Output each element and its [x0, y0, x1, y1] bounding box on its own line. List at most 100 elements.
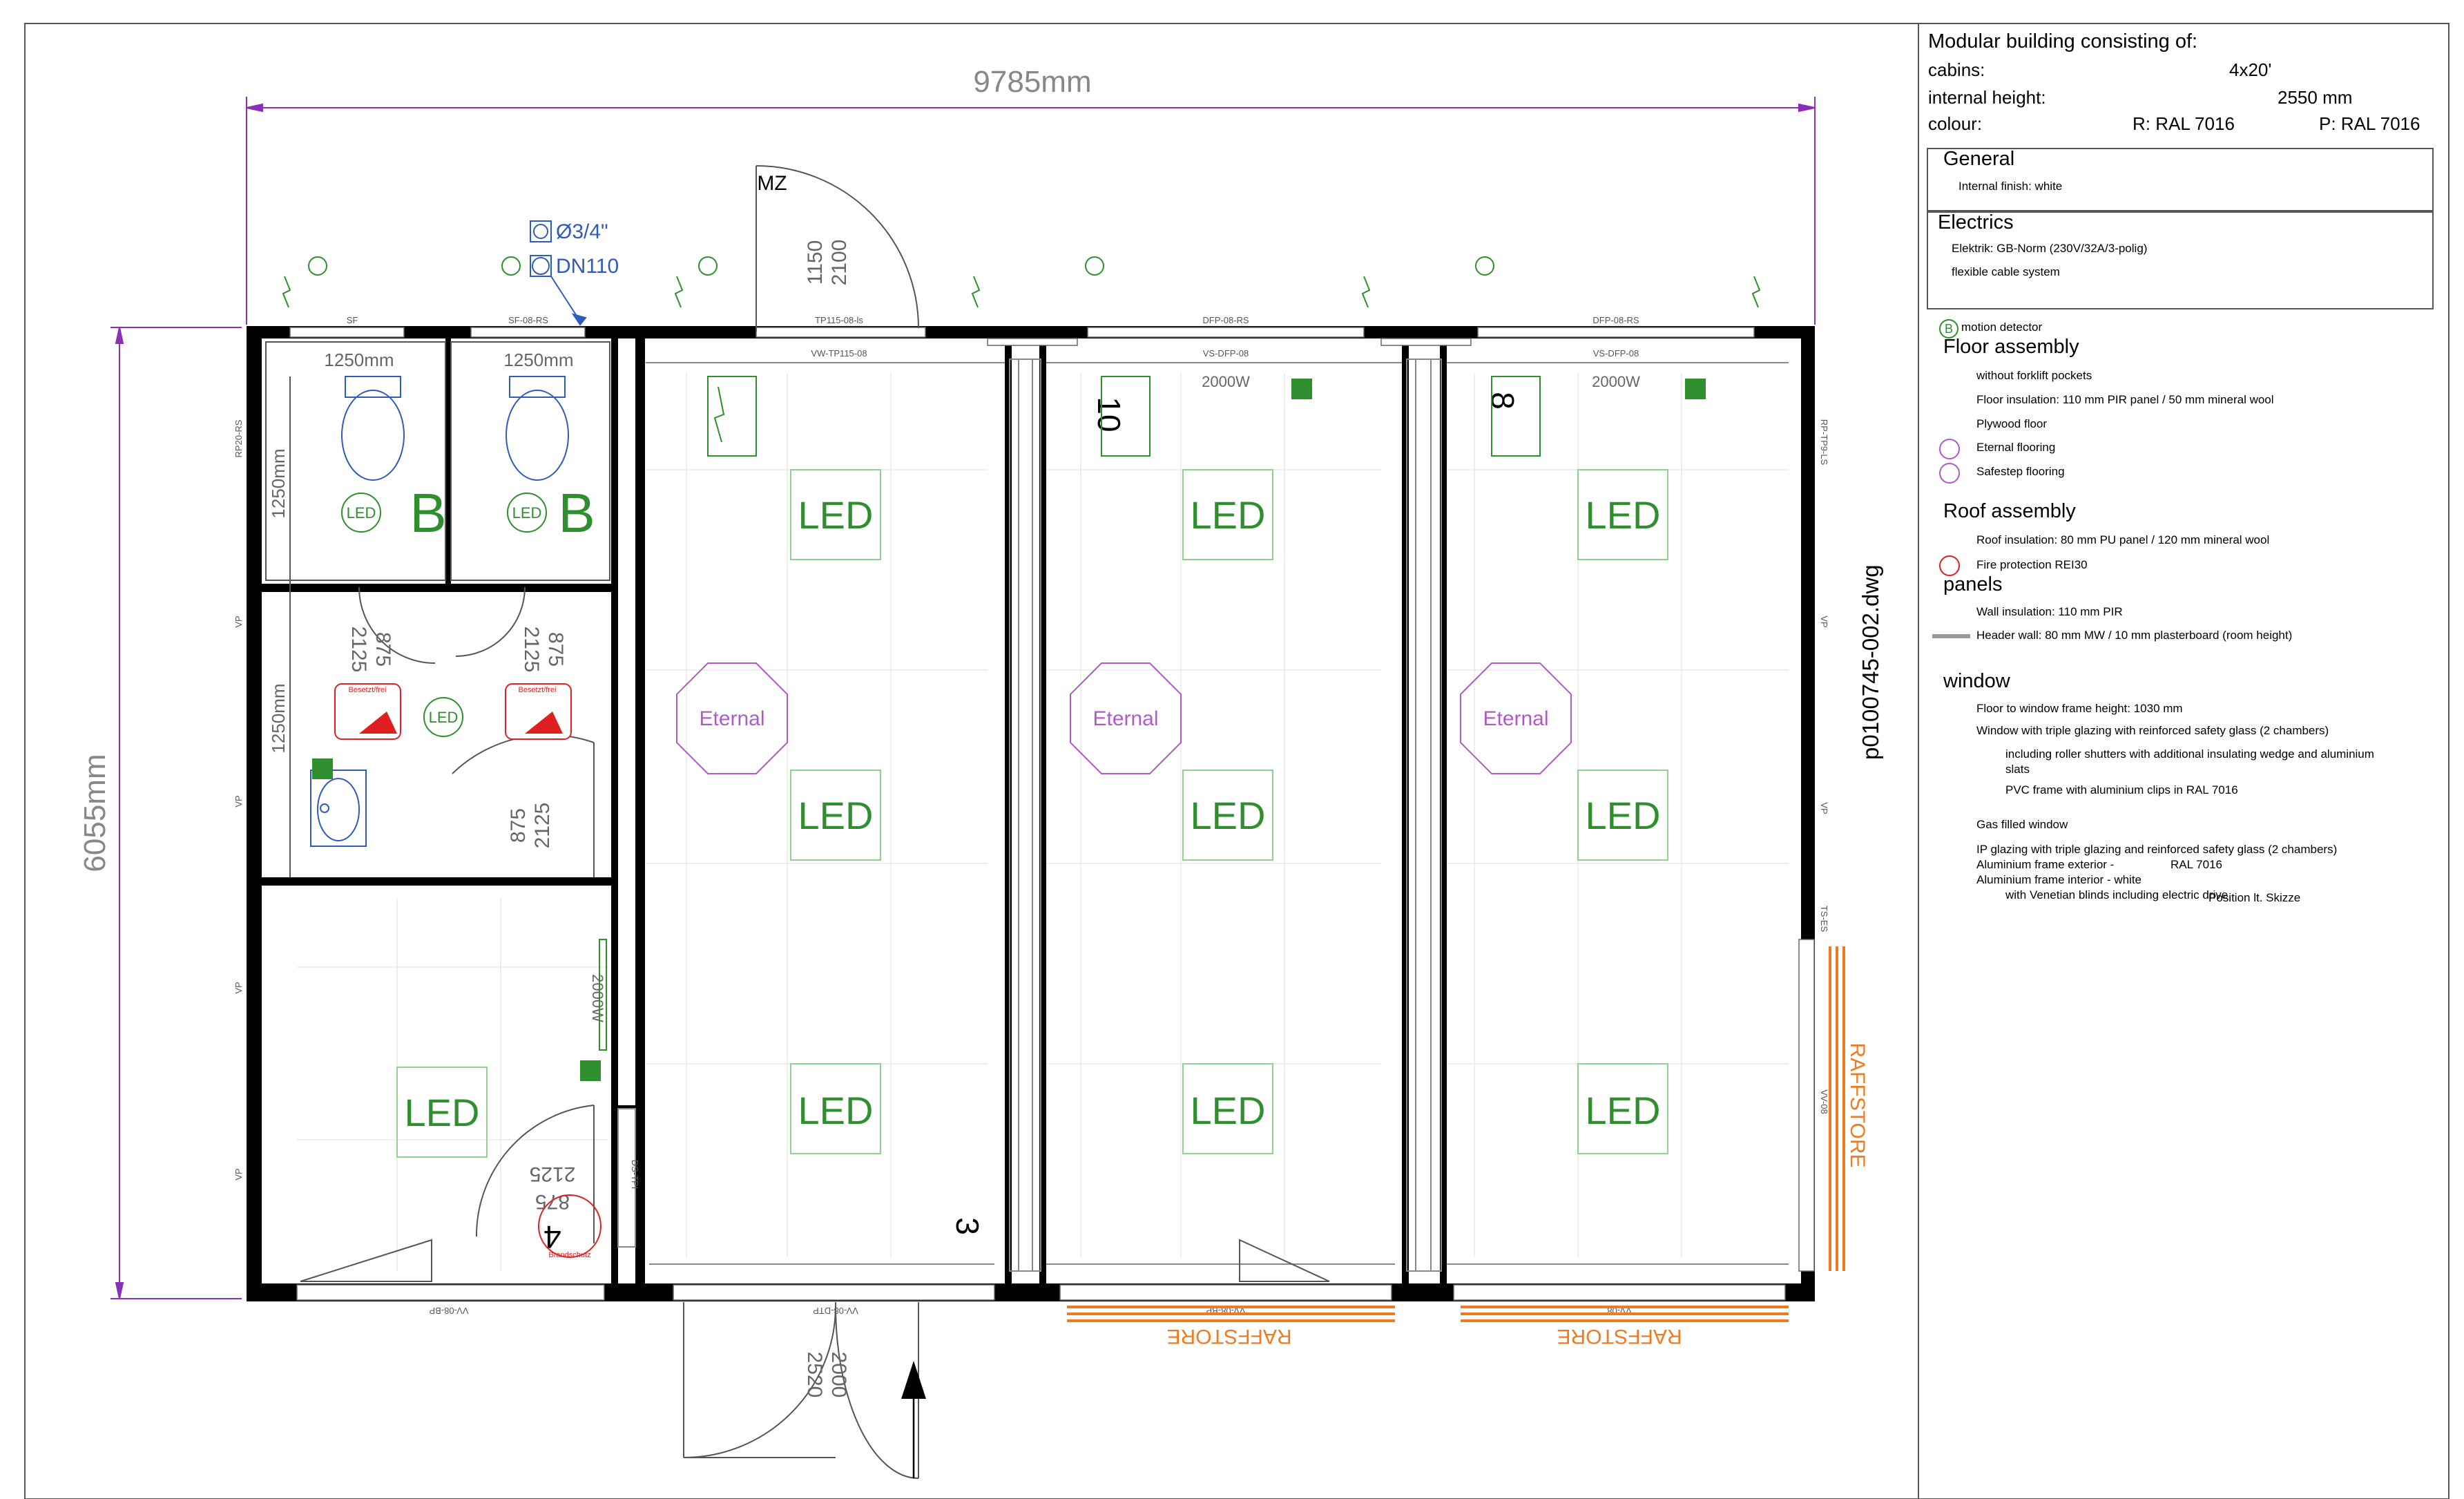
walls — [247, 326, 1815, 1301]
panels-heading: panels — [1943, 573, 2003, 595]
dimension-lines — [110, 97, 1816, 1299]
eternal-label: Eternal — [1483, 707, 1548, 730]
raffstore-label: RAFFSTORE — [1557, 1325, 1682, 1348]
window-item: Window with triple glazing with reinforc… — [1976, 724, 2329, 737]
wc-dim-labels: 1250mm 1250mm 1250mm 1250mm — [268, 350, 574, 754]
internal-height-value: 2550 mm — [2278, 87, 2353, 108]
eternal-flooring-icon — [1939, 439, 1960, 459]
svg-text:LED: LED — [347, 504, 376, 522]
svg-text:LED: LED — [1586, 1089, 1661, 1132]
svg-text:LED: LED — [1586, 794, 1661, 837]
panels-item: Header wall: 80 mm MW / 10 mm plasterboa… — [1976, 629, 2293, 642]
fire-protection-icon — [1939, 555, 1960, 576]
floor-item: Plywood floor — [1976, 417, 2048, 430]
svg-text:2000: 2000 — [827, 1352, 850, 1398]
floor-item: without forklift pockets — [1976, 369, 2092, 382]
window-item: PVC frame with aluminium clips in RAL 70… — [2005, 783, 2238, 796]
eternal-label: Eternal — [699, 707, 764, 730]
electrics-box — [1927, 210, 2434, 309]
general-item: Internal finish: white — [1958, 180, 2063, 193]
svg-text:VP: VP — [1819, 615, 1829, 627]
raffstore-label: RAFFSTORE — [1166, 1325, 1291, 1348]
svg-text:875: 875 — [372, 632, 394, 667]
electrics-item: flexible cable system — [1952, 265, 2060, 278]
room-number-8: 8 — [1485, 392, 1521, 410]
svg-text:VP: VP — [233, 615, 244, 627]
svg-text:DFP-08-RS: DFP-08-RS — [1592, 315, 1639, 325]
window-item: Aluminium frame exterior - — [1976, 858, 2115, 871]
electrics-item: Elektrik: GB-Norm (230V/32A/3-polig) — [1952, 242, 2148, 255]
svg-text:VP: VP — [233, 1168, 244, 1180]
electrics-heading: Electrics — [1938, 211, 2014, 233]
room-number-4: 4 — [543, 1219, 561, 1255]
svg-text:LED: LED — [405, 1091, 480, 1134]
svg-text:Besetzt/frei: Besetzt/frei — [518, 686, 556, 694]
svg-text:1250mm: 1250mm — [503, 350, 573, 370]
window-item: Floor to window frame height: 1030 mm — [1976, 702, 2183, 715]
pipe-markers — [530, 220, 587, 326]
partition-frames — [617, 359, 1789, 1272]
svg-text:VV-08-DTP: VV-08-DTP — [813, 1306, 858, 1316]
svg-text:LED: LED — [798, 794, 874, 837]
raffstore-blinds — [1067, 946, 1845, 1322]
windows-bottom — [296, 939, 1815, 1301]
svg-text:2125: 2125 — [347, 627, 370, 673]
svg-text:VV-08-BP: VV-08-BP — [429, 1306, 468, 1316]
svg-text:VP: VP — [233, 795, 244, 807]
window-item: Gas filled window — [1976, 818, 2068, 831]
svg-text:VV-08: VV-08 — [1819, 1089, 1829, 1114]
windows-top — [289, 327, 1755, 346]
roof-heading: Roof assembly — [1943, 500, 2076, 522]
door-mz-label: MZ — [757, 172, 787, 195]
colour-value-p: P: RAL 7016 — [2319, 113, 2420, 134]
window-item: with Venetian blinds including electric … — [2005, 888, 2229, 901]
panels-item: Wall insulation: 110 mm PIR — [1976, 605, 2123, 618]
cabins-label: cabins: — [1928, 59, 1985, 80]
svg-text:2100: 2100 — [828, 240, 851, 286]
motion-detector-label: motion detector — [1961, 321, 2043, 334]
colour-value-r: R: RAL 7016 — [2133, 113, 2235, 134]
svg-text:SF-08-RS: SF-08-RS — [508, 315, 548, 325]
svg-text:1250mm: 1250mm — [268, 683, 289, 753]
fire-marker: Brandschutz — [538, 1194, 601, 1259]
svg-text:2000W: 2000W — [1202, 373, 1250, 390]
svg-text:VP: VP — [233, 982, 244, 993]
sheet-border — [24, 23, 2449, 1499]
svg-text:TP115-08-ls: TP115-08-ls — [815, 315, 863, 325]
wc-led-tags: LED B LED B LED — [341, 482, 595, 737]
header-wall-icon — [1932, 634, 1970, 638]
fire-protection-label: Fire protection REI30 — [1976, 558, 2088, 571]
svg-text:VW-TP115-08: VW-TP115-08 — [811, 348, 867, 359]
svg-text:VS-DFP-08: VS-DFP-08 — [1593, 348, 1639, 359]
svg-text:LED: LED — [512, 504, 542, 522]
svg-text:Besetzt/frei: Besetzt/frei — [348, 686, 386, 694]
svg-text:LED: LED — [1191, 493, 1266, 537]
entrance-arrow — [901, 1361, 926, 1478]
dimension-width: 9785mm — [973, 65, 1091, 99]
svg-text:1250mm: 1250mm — [324, 350, 394, 370]
svg-text:DFP-08-RS: DFP-08-RS — [1202, 315, 1249, 325]
eternal-flooring-label: Eternal flooring — [1976, 441, 2056, 454]
safestep-flooring-label: Safestep flooring — [1976, 465, 2065, 478]
floor-item: Floor insulation: 110 mm PIR panel / 50 … — [1976, 393, 2274, 406]
svg-text:RP-TP9-LS: RP-TP9-LS — [1819, 419, 1829, 466]
svg-text:Brandschutz: Brandschutz — [548, 1251, 590, 1259]
pipe-label-water: Ø3/4" — [556, 220, 608, 243]
window-item: Aluminium frame interior - white — [1976, 873, 2142, 886]
svg-text:2125: 2125 — [530, 1163, 576, 1185]
dimension-height: 6055mm — [78, 754, 112, 872]
svg-text:875: 875 — [535, 1190, 570, 1213]
svg-text:2520: 2520 — [803, 1352, 826, 1398]
svg-text:B: B — [558, 482, 595, 544]
svg-text:TS-ES: TS-ES — [1819, 906, 1829, 933]
floor-heading: Floor assembly — [1943, 336, 2079, 358]
eternal-flooring-marks — [676, 662, 1572, 774]
svg-text:LED: LED — [1191, 794, 1266, 837]
drawing-file-name: p0100745-002.dwg — [1858, 564, 1883, 760]
occupancy-signs: Besetzt/frei Besetzt/frei — [334, 683, 572, 740]
window-item: slats — [2005, 763, 2030, 776]
door-dim-labels: 1150 2100 875 2125 875 2125 875 2125 875… — [347, 240, 851, 1398]
general-box — [1927, 148, 2434, 213]
general-heading: General — [1943, 148, 2015, 170]
